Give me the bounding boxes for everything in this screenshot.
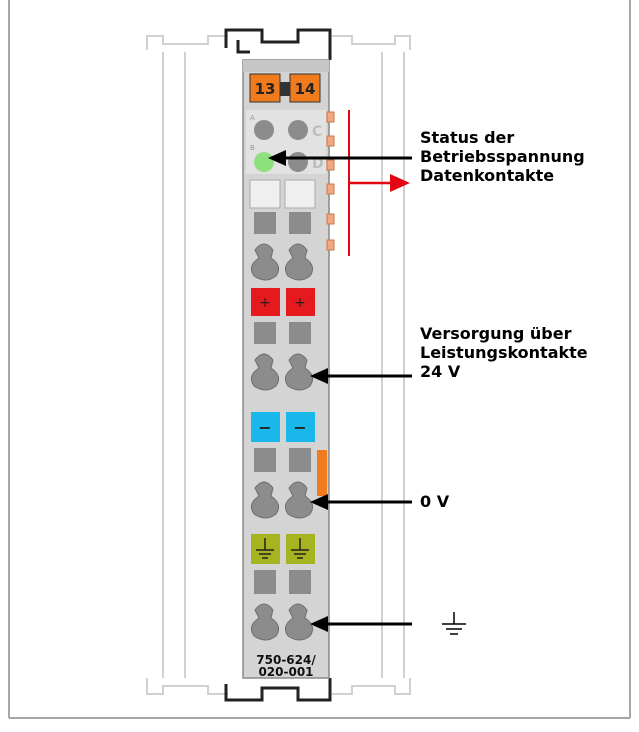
- supply-voltage-label: 24 V: [420, 362, 461, 381]
- top-rail-clip: [224, 28, 332, 60]
- outer-frame: [8, 0, 631, 719]
- ground-terminal-icon-2: [291, 538, 309, 559]
- led-c: [288, 120, 308, 140]
- clamp-row-2: [250, 353, 314, 391]
- contact-letter-c: C: [312, 124, 322, 140]
- data-contacts: [326, 111, 335, 251]
- zero-volt-arrow: [310, 494, 412, 510]
- status-label: Status der Betriebsspannung Datenkontakt…: [420, 128, 585, 185]
- supply-label: Versorgung über Leistungskontakte 24 V: [420, 324, 588, 381]
- plus-symbol-2: +: [294, 295, 306, 311]
- clamp-row-4: [250, 603, 314, 641]
- terminal-14-tag: [289, 73, 321, 103]
- minus-terminal-1: [251, 412, 280, 442]
- data-contacts-label: Datenkontakte: [420, 166, 555, 185]
- clamp-row-3: [250, 481, 314, 519]
- ground-terminal-icon-1: [256, 538, 274, 559]
- part-number-line1: 750-624/: [256, 653, 316, 667]
- terminal-13-tag: [249, 73, 281, 103]
- minus-slot-2: [289, 448, 311, 472]
- release-slot-2: [289, 212, 311, 234]
- plus-slot-1: [254, 322, 276, 344]
- status-label-line2: Betriebsspannung: [420, 147, 585, 166]
- status-led-green: [254, 152, 274, 172]
- contact-letter-a: A: [250, 114, 255, 122]
- led-d: [288, 152, 308, 172]
- release-slot-1: [254, 212, 276, 234]
- clamp-row-1: [250, 243, 314, 281]
- status-arrow: [268, 150, 412, 166]
- release-button-1: [249, 179, 281, 209]
- ground-arrow: [310, 616, 412, 632]
- terminal-13-label: 13: [255, 80, 276, 98]
- terminal-separator: [280, 82, 290, 96]
- supply-24v-arrow: [310, 368, 412, 384]
- data-contact-arrow-head: [390, 174, 410, 192]
- supply-label-line1: Versorgung über: [420, 324, 572, 343]
- power-contact-orange: [317, 450, 327, 496]
- minus-symbol-1: −: [258, 418, 271, 437]
- minus-slot-1: [254, 448, 276, 472]
- contact-letter-d: D: [312, 156, 324, 172]
- minus-terminal-2: [286, 412, 315, 442]
- part-number-line2: 020-001: [258, 665, 313, 679]
- plus-terminal-2: [286, 288, 315, 316]
- bottom-rail-clip: [224, 678, 332, 702]
- plus-symbol-1: +: [259, 295, 271, 311]
- zero-volt-label: 0 V: [420, 492, 450, 511]
- terminal-14-label: 14: [295, 80, 316, 98]
- module-top-strip: [243, 60, 329, 72]
- plus-terminal-1: [251, 288, 280, 316]
- plus-slot-2: [289, 322, 311, 344]
- contact-letter-b: B: [250, 144, 255, 152]
- led-a: [254, 120, 274, 140]
- supply-label-line2: Leistungskontakte: [420, 343, 588, 362]
- ground-symbol-icon: [442, 612, 466, 635]
- status-label-line1: Status der: [420, 128, 515, 147]
- minus-symbol-2: −: [293, 418, 306, 437]
- ground-slot-2: [289, 570, 311, 594]
- release-button-2: [284, 179, 316, 209]
- ground-slot-1: [254, 570, 276, 594]
- din-rail-outline: [146, 35, 411, 695]
